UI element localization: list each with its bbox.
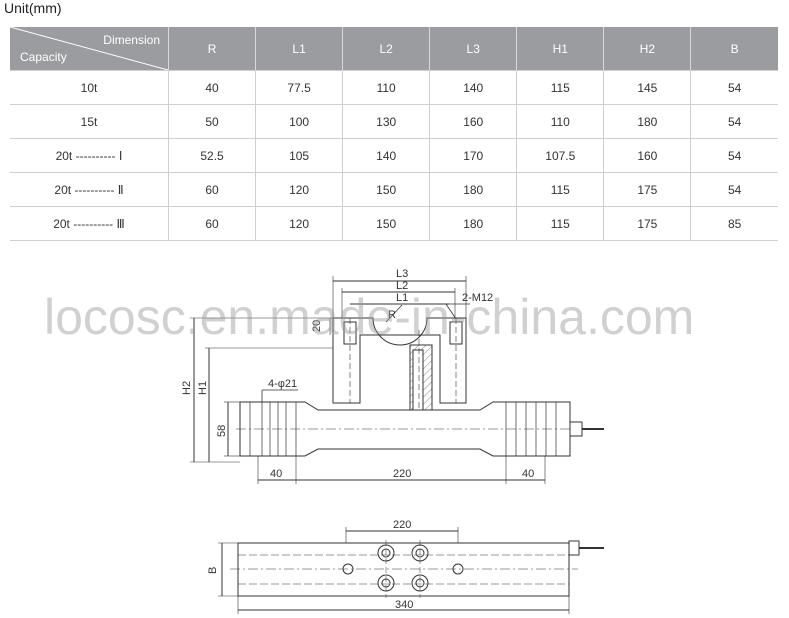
- value-cell: 150: [342, 172, 431, 207]
- header-h2: H2: [603, 27, 692, 71]
- value-cell: 107.5: [516, 138, 605, 173]
- label-b: B: [207, 567, 219, 574]
- label-40-right: 40: [522, 468, 534, 480]
- value-cell: 180: [429, 206, 518, 241]
- front-view: L3 L2 L1 R 2-M12 20 H2 H1 4-φ21 58 40 22…: [181, 268, 604, 484]
- value-cell: 180: [429, 172, 518, 207]
- value-cell: 130: [342, 104, 431, 139]
- top-view: 220 B 340: [207, 519, 604, 614]
- corner-header-cell: Dimension Capacity: [10, 27, 169, 71]
- value-cell: 105: [255, 138, 344, 173]
- watermark: locosc.en.made-in-china.com: [44, 289, 695, 345]
- capacity-cell: 20t ---------- Ⅲ: [10, 206, 169, 241]
- value-cell: 175: [603, 172, 692, 207]
- value-cell: 115: [516, 172, 605, 207]
- label-58: 58: [216, 425, 228, 437]
- value-cell: 160: [429, 104, 518, 139]
- label-l2: L2: [396, 280, 408, 292]
- top-view-body: [237, 542, 570, 597]
- header-l3: L3: [429, 27, 518, 71]
- top-bracket: [332, 317, 467, 404]
- table-header-row: Dimension Capacity R L1 L2 L3 H1 H2 B: [10, 27, 778, 71]
- value-cell: 54: [690, 172, 778, 207]
- value-cell: 54: [690, 70, 778, 105]
- value-cell: 115: [516, 70, 605, 105]
- value-cell: 100: [255, 104, 344, 139]
- hole-left: [342, 563, 354, 575]
- value-cell: 115: [516, 206, 605, 241]
- header-l1: L1: [255, 27, 344, 71]
- label-h2: H2: [181, 381, 193, 395]
- hole-right: [452, 563, 464, 575]
- corner-dimension-label: Dimension: [103, 33, 160, 47]
- label-40-left: 40: [270, 468, 282, 480]
- capacity-cell: 10t: [10, 70, 169, 105]
- value-cell: 120: [255, 172, 344, 207]
- corner-capacity-label: Capacity: [20, 50, 67, 64]
- value-cell: 160: [603, 138, 692, 173]
- value-cell: 150: [342, 206, 431, 241]
- value-cell: 52.5: [168, 138, 257, 173]
- label-220: 220: [393, 468, 411, 480]
- unit-label: Unit(mm): [4, 0, 62, 16]
- table-row: 15t 50 100 130 160 110 180 54: [10, 104, 778, 139]
- value-cell: 145: [603, 70, 692, 105]
- dimension-table: Dimension Capacity R L1 L2 L3 H1 H2 B 10…: [10, 27, 778, 241]
- label-l3: L3: [396, 268, 408, 280]
- value-cell: 54: [690, 104, 778, 139]
- table-row: 20t ---------- Ⅱ 60 120 150 180 115 175 …: [10, 172, 778, 207]
- value-cell: 140: [429, 70, 518, 105]
- value-cell: 120: [255, 206, 344, 241]
- capacity-cell: 20t ---------- Ⅰ: [10, 138, 169, 173]
- label-top-220: 220: [393, 519, 411, 531]
- top-cable-gland: [568, 540, 580, 556]
- value-cell: 40: [168, 70, 257, 105]
- value-cell: 110: [342, 70, 431, 105]
- corner-diagonal-line: [10, 27, 168, 70]
- label-l1: L1: [396, 292, 408, 304]
- header-b: B: [690, 27, 778, 71]
- value-cell: 60: [168, 206, 257, 241]
- technical-drawing: L3 L2 L1 R 2-M12 20 H2 H1 4-φ21 58 40 22…: [181, 268, 604, 614]
- label-thread: 2-M12: [462, 292, 493, 304]
- value-cell: 77.5: [255, 70, 344, 105]
- value-cell: 175: [603, 206, 692, 241]
- value-cell: 50: [168, 104, 257, 139]
- value-cell: 180: [603, 104, 692, 139]
- header-h1: H1: [516, 27, 605, 71]
- value-cell: 140: [342, 138, 431, 173]
- table-row: 20t ---------- Ⅰ 52.5 105 140 170 107.5 …: [10, 138, 778, 173]
- header-r: R: [168, 27, 257, 71]
- header-l2: L2: [342, 27, 431, 71]
- label-20: 20: [311, 320, 323, 332]
- value-cell: 60: [168, 172, 257, 207]
- label-r: R: [388, 309, 396, 321]
- capacity-cell: 15t: [10, 104, 169, 139]
- capacity-cell: 20t ---------- Ⅱ: [10, 172, 169, 207]
- label-holes: 4-φ21: [268, 378, 297, 390]
- value-cell: 110: [516, 104, 605, 139]
- label-h1: H1: [197, 381, 209, 395]
- value-cell: 85: [690, 206, 778, 241]
- table-row: 10t 40 77.5 110 140 115 145 54: [10, 70, 778, 105]
- value-cell: 54: [690, 138, 778, 173]
- label-340: 340: [395, 599, 413, 611]
- table-row: 20t ---------- Ⅲ 60 120 150 180 115 175 …: [10, 206, 778, 241]
- value-cell: 170: [429, 138, 518, 173]
- cable-gland: [569, 421, 583, 437]
